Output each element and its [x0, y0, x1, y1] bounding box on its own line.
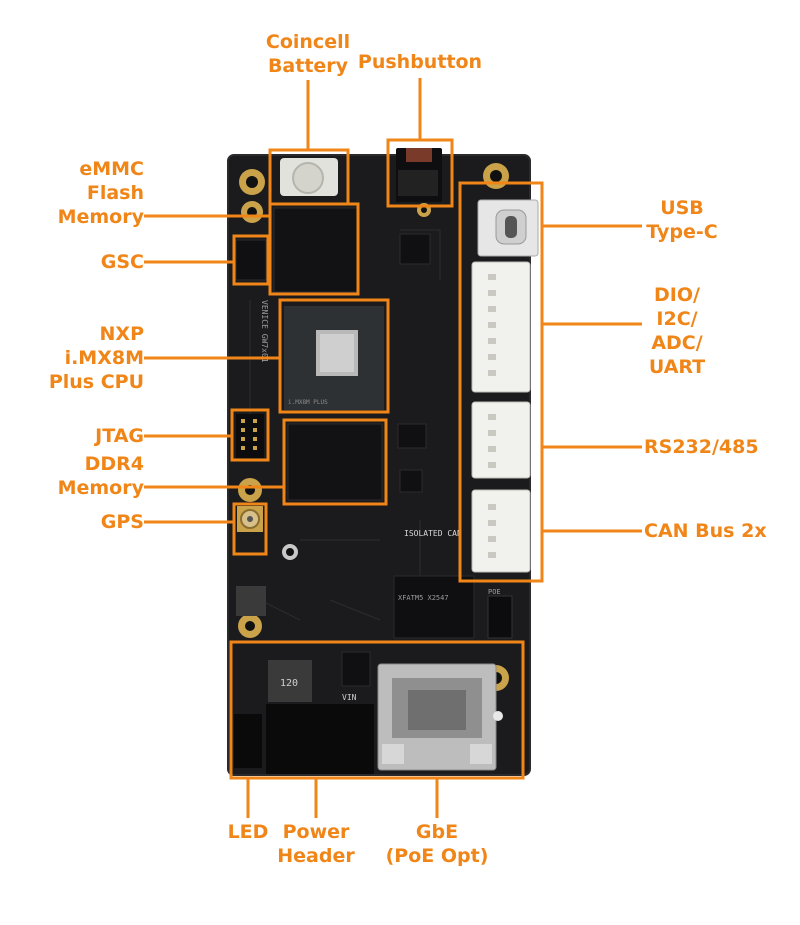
coincell-battery-icon [280, 158, 338, 196]
label-line: Type-C [646, 221, 718, 243]
mounting-hole-icon [483, 163, 509, 189]
board-marking-venice: VENICE GW7x01 [260, 300, 269, 363]
mounting-hole-icon [238, 614, 262, 638]
box-ddr4 [282, 418, 388, 506]
label-line: Memory [57, 206, 144, 228]
label-line: LED [227, 821, 269, 843]
label-line: GPS [100, 511, 144, 533]
power-terminal [341, 651, 371, 687]
label-line: Coincell [265, 31, 351, 53]
box-cpu [278, 298, 390, 414]
power-header-block [266, 704, 374, 774]
label-line: (PoE Opt) [385, 845, 489, 867]
mounting-hole-icon [238, 478, 262, 502]
label-can-bus: CAN Bus 2x [644, 519, 767, 543]
label-line: UART [648, 356, 706, 378]
board-marking-ethernet: XFATM5 X2547 [398, 594, 449, 602]
mounting-hole-icon [282, 544, 298, 560]
poe-header [487, 595, 513, 639]
label-emmc-flash-memory: eMMC Flash Memory [10, 157, 144, 229]
small-chip [399, 469, 423, 493]
gsc-chip [235, 239, 267, 281]
label-line: Flash [86, 182, 144, 204]
box-gsc [232, 234, 270, 286]
box-right-connectors [458, 181, 544, 583]
label-gsc: GSC [10, 250, 144, 274]
ethernet-jack-icon [377, 663, 497, 771]
board-marking-cpu: i.MX8M PLUS [288, 399, 328, 406]
label-line: GSC [100, 251, 144, 273]
pcb-traces [249, 229, 441, 621]
small-chip [399, 233, 431, 265]
isolation-module [393, 575, 475, 639]
box-gps [232, 502, 268, 556]
small-chip [397, 423, 427, 449]
label-gbe-poe: GbE (PoE Opt) [372, 820, 502, 868]
ddr4-chip [287, 423, 383, 501]
label-led: LED [218, 820, 278, 844]
dio-connector [471, 261, 531, 393]
usb-c-port-icon [477, 199, 539, 257]
label-line: GbE [415, 821, 459, 843]
label-rs232-485: RS232/485 [644, 435, 759, 459]
inductor [236, 586, 266, 616]
cpu-chip [284, 306, 384, 410]
label-gps: GPS [10, 510, 144, 534]
label-line: DDR4 [84, 453, 144, 475]
led-block [234, 714, 262, 768]
box-bottom [229, 640, 525, 780]
label-line: Battery [267, 55, 349, 77]
label-line: CAN Bus 2x [644, 520, 767, 542]
mounting-hole-icon [241, 201, 263, 223]
connector-pins [488, 274, 496, 558]
label-line: Power [282, 821, 350, 843]
label-line: Memory [57, 477, 144, 499]
label-line: USB [660, 197, 704, 219]
rs232-connector [471, 401, 531, 479]
label-ddr4-memory: DDR4 Memory [10, 452, 144, 500]
label-nxp-cpu: NXP i.MX8M Plus CPU [10, 322, 144, 394]
label-dio-i2c-adc-uart: DIO/ I2C/ ADC/ UART [632, 283, 722, 379]
label-power-header: Power Header [266, 820, 366, 868]
box-emmc [268, 202, 360, 296]
inductor [268, 660, 312, 702]
label-line: ADC/ [651, 332, 703, 354]
board-marking-isolated-can: ISOLATED CAN [404, 529, 462, 538]
board-marking-inductor: 120 [280, 678, 298, 689]
label-coincell-battery: Coincell Battery [248, 30, 368, 78]
label-line: eMMC [79, 158, 144, 180]
pushbutton-icon [396, 148, 442, 202]
board-marking-poe: POE [488, 588, 501, 596]
label-line: i.MX8M [64, 347, 144, 369]
label-pushbutton: Pushbutton [355, 50, 485, 74]
leader-lines [144, 78, 642, 818]
jtag-header [236, 414, 264, 458]
mounting-hole-icon [239, 169, 265, 195]
emmc-chip [273, 207, 359, 293]
label-jtag: JTAG [10, 424, 144, 448]
label-line: I2C/ [656, 308, 698, 330]
label-line: RS232/485 [644, 436, 759, 458]
label-line: DIO/ [654, 284, 700, 306]
sma-connector-icon [237, 506, 263, 532]
label-line: NXP [99, 323, 144, 345]
highlight-boxes [229, 138, 544, 780]
can-connector [471, 489, 531, 573]
label-line: Plus CPU [48, 371, 144, 393]
board-marking-vin: VIN [342, 693, 357, 702]
label-line: Pushbutton [357, 51, 483, 73]
label-line: Header [277, 845, 355, 867]
led-indicator [493, 711, 503, 721]
label-usb-type-c: USB Type-C [632, 196, 732, 244]
label-line: JTAG [95, 425, 144, 447]
